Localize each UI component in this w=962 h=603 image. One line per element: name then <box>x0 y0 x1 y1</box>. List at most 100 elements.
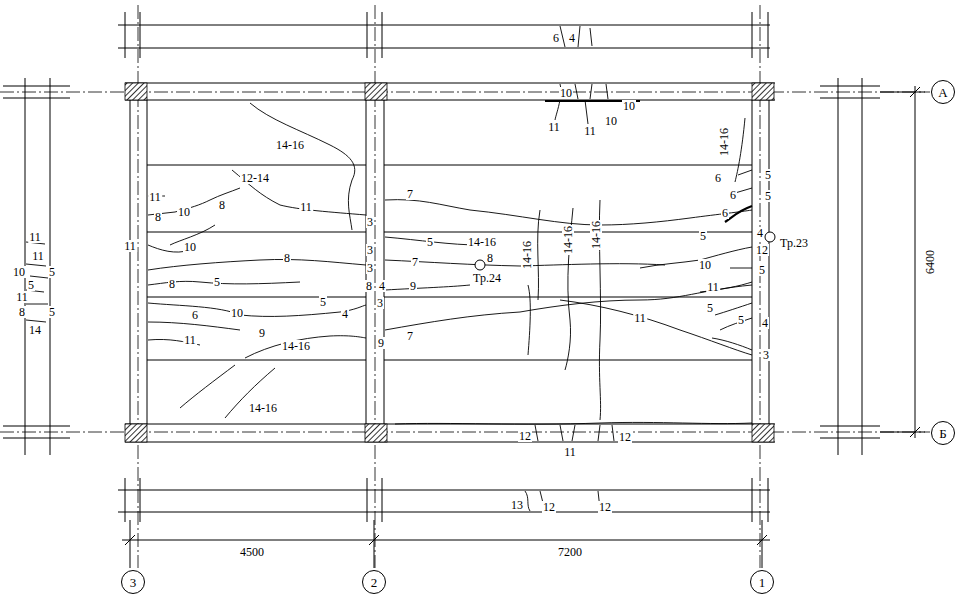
crack-width-label: 3 <box>762 349 770 361</box>
structure <box>3 12 925 568</box>
crack-width-label: 5 <box>699 230 707 242</box>
crack-width-label: 8 <box>365 280 373 292</box>
crack-width-label: 5 <box>758 264 766 276</box>
crack-width-label: 5 <box>48 266 56 278</box>
crack-width-label: 11 <box>633 312 647 324</box>
axis-marker: Б <box>931 421 955 445</box>
crack-width-label: 14 <box>28 324 42 336</box>
crack-width-label: 4 <box>378 280 386 292</box>
crack-width-label: 8 <box>168 278 176 290</box>
crack-width-label: 3 <box>376 297 384 309</box>
axis-lines <box>0 5 930 568</box>
crack-width-label: 11 <box>563 446 577 458</box>
crack-width-label: 6 <box>721 207 729 219</box>
crack-width-label: 8 <box>218 199 226 211</box>
crack-width-label: 14-16 <box>281 340 311 352</box>
axis-letter: А <box>938 86 947 99</box>
crack-width-label: Тр.24 <box>472 272 502 284</box>
dimension-text: 7200 <box>557 546 583 558</box>
crack-width-label: 14-16 <box>718 127 730 157</box>
crack-width-label: 5 <box>737 314 745 326</box>
crack-width-label: 11 <box>547 121 561 133</box>
crack-width-label: 5 <box>764 169 772 181</box>
crack-width-label: 12 <box>598 501 612 513</box>
crack-width-label: 11 <box>28 231 42 243</box>
crack-width-label: 10 <box>622 100 636 112</box>
crack-width-label: 14-16 <box>467 236 497 248</box>
axis-letter: 2 <box>371 576 378 589</box>
crack-width-label: 6 <box>714 172 722 184</box>
crack-width-label: 12-14 <box>240 172 270 184</box>
crack-width-label: 6 <box>191 309 199 321</box>
crack-width-label: 10 <box>183 241 197 253</box>
crack-width-label: 7 <box>406 330 414 342</box>
crack-width-label: 12 <box>755 244 769 256</box>
column-section <box>125 83 774 442</box>
crack-width-label: 7 <box>406 188 414 200</box>
crack-width-label: 11 <box>183 334 197 346</box>
crack-width-label: 8 <box>283 252 291 264</box>
crack-width-label: 5 <box>27 279 35 291</box>
crack-width-label: 6 <box>729 189 737 201</box>
crack-width-label: 11 <box>123 240 137 252</box>
crack-width-label: 5 <box>213 276 221 288</box>
crack-width-label: 14-16 <box>521 240 533 270</box>
crack-width-label: 14-16 <box>248 402 278 414</box>
crack-width-label: 10 <box>559 87 573 99</box>
crack-width-label: 5 <box>319 296 327 308</box>
crack-width-label: 7 <box>411 256 419 268</box>
crack-width-label: 10 <box>230 307 244 319</box>
crack-width-label: 4 <box>568 32 576 44</box>
crack-width-label: 12 <box>618 431 632 443</box>
crack-wide <box>545 101 752 222</box>
crack-width-label: 4 <box>761 317 769 329</box>
crack-width-label: 5 <box>48 306 56 318</box>
crack-width-label: Тр.23 <box>779 237 809 249</box>
crack-width-label: 14-16 <box>562 225 574 255</box>
axis-letter: Б <box>939 427 946 440</box>
axis-letter: 3 <box>130 576 137 589</box>
crack-width-label: 11 <box>148 191 162 203</box>
dimension-text: 4500 <box>239 546 265 558</box>
crack-width-label: 3 <box>366 244 374 256</box>
crack-width-label: 3 <box>366 262 374 274</box>
crack-width-label: 8 <box>154 211 162 223</box>
crack-width-label: 11 <box>583 125 597 137</box>
crack-width-label: 9 <box>258 327 266 339</box>
crack-width-label: 10 <box>604 115 618 127</box>
axis-marker: 1 <box>750 570 774 594</box>
crack-width-label: 14-16 <box>275 139 305 151</box>
crack-width-label: 11 <box>299 201 313 213</box>
crack-width-label: 11 <box>31 250 45 262</box>
crack-width-label: 12 <box>518 430 532 442</box>
crack-width-label: 11 <box>15 291 29 303</box>
dimension-text: 6400 <box>924 249 936 275</box>
axis-marker: 3 <box>121 570 145 594</box>
crack-width-label: 11 <box>706 281 720 293</box>
axis-marker: А <box>931 80 955 104</box>
crack-width-label: 6 <box>552 32 560 44</box>
crack-width-label: 14-16 <box>590 220 602 250</box>
crack-width-label: 13 <box>510 499 524 511</box>
crack-width-label: 3 <box>366 216 374 228</box>
crack-lines <box>26 26 752 511</box>
axis-marker: 2 <box>362 570 386 594</box>
crack-width-label: 12 <box>542 501 556 513</box>
crack-width-label: 8 <box>18 306 26 318</box>
axis-letter: 1 <box>759 576 766 589</box>
crack-width-label: 4 <box>756 227 764 239</box>
crack-width-label: 9 <box>377 337 385 349</box>
crack-width-label: 5 <box>706 302 714 314</box>
sampling-point <box>475 232 775 270</box>
crack-width-label: 5 <box>764 190 772 202</box>
crack-width-label: 10 <box>12 266 26 278</box>
crack-width-label: 10 <box>698 259 712 271</box>
crack-width-label: 9 <box>409 280 417 292</box>
crack-width-label: 4 <box>341 308 349 320</box>
crack-width-label: 8 <box>486 252 494 264</box>
crack-width-label: 5 <box>426 236 434 248</box>
crack-width-label: 10 <box>177 206 191 218</box>
